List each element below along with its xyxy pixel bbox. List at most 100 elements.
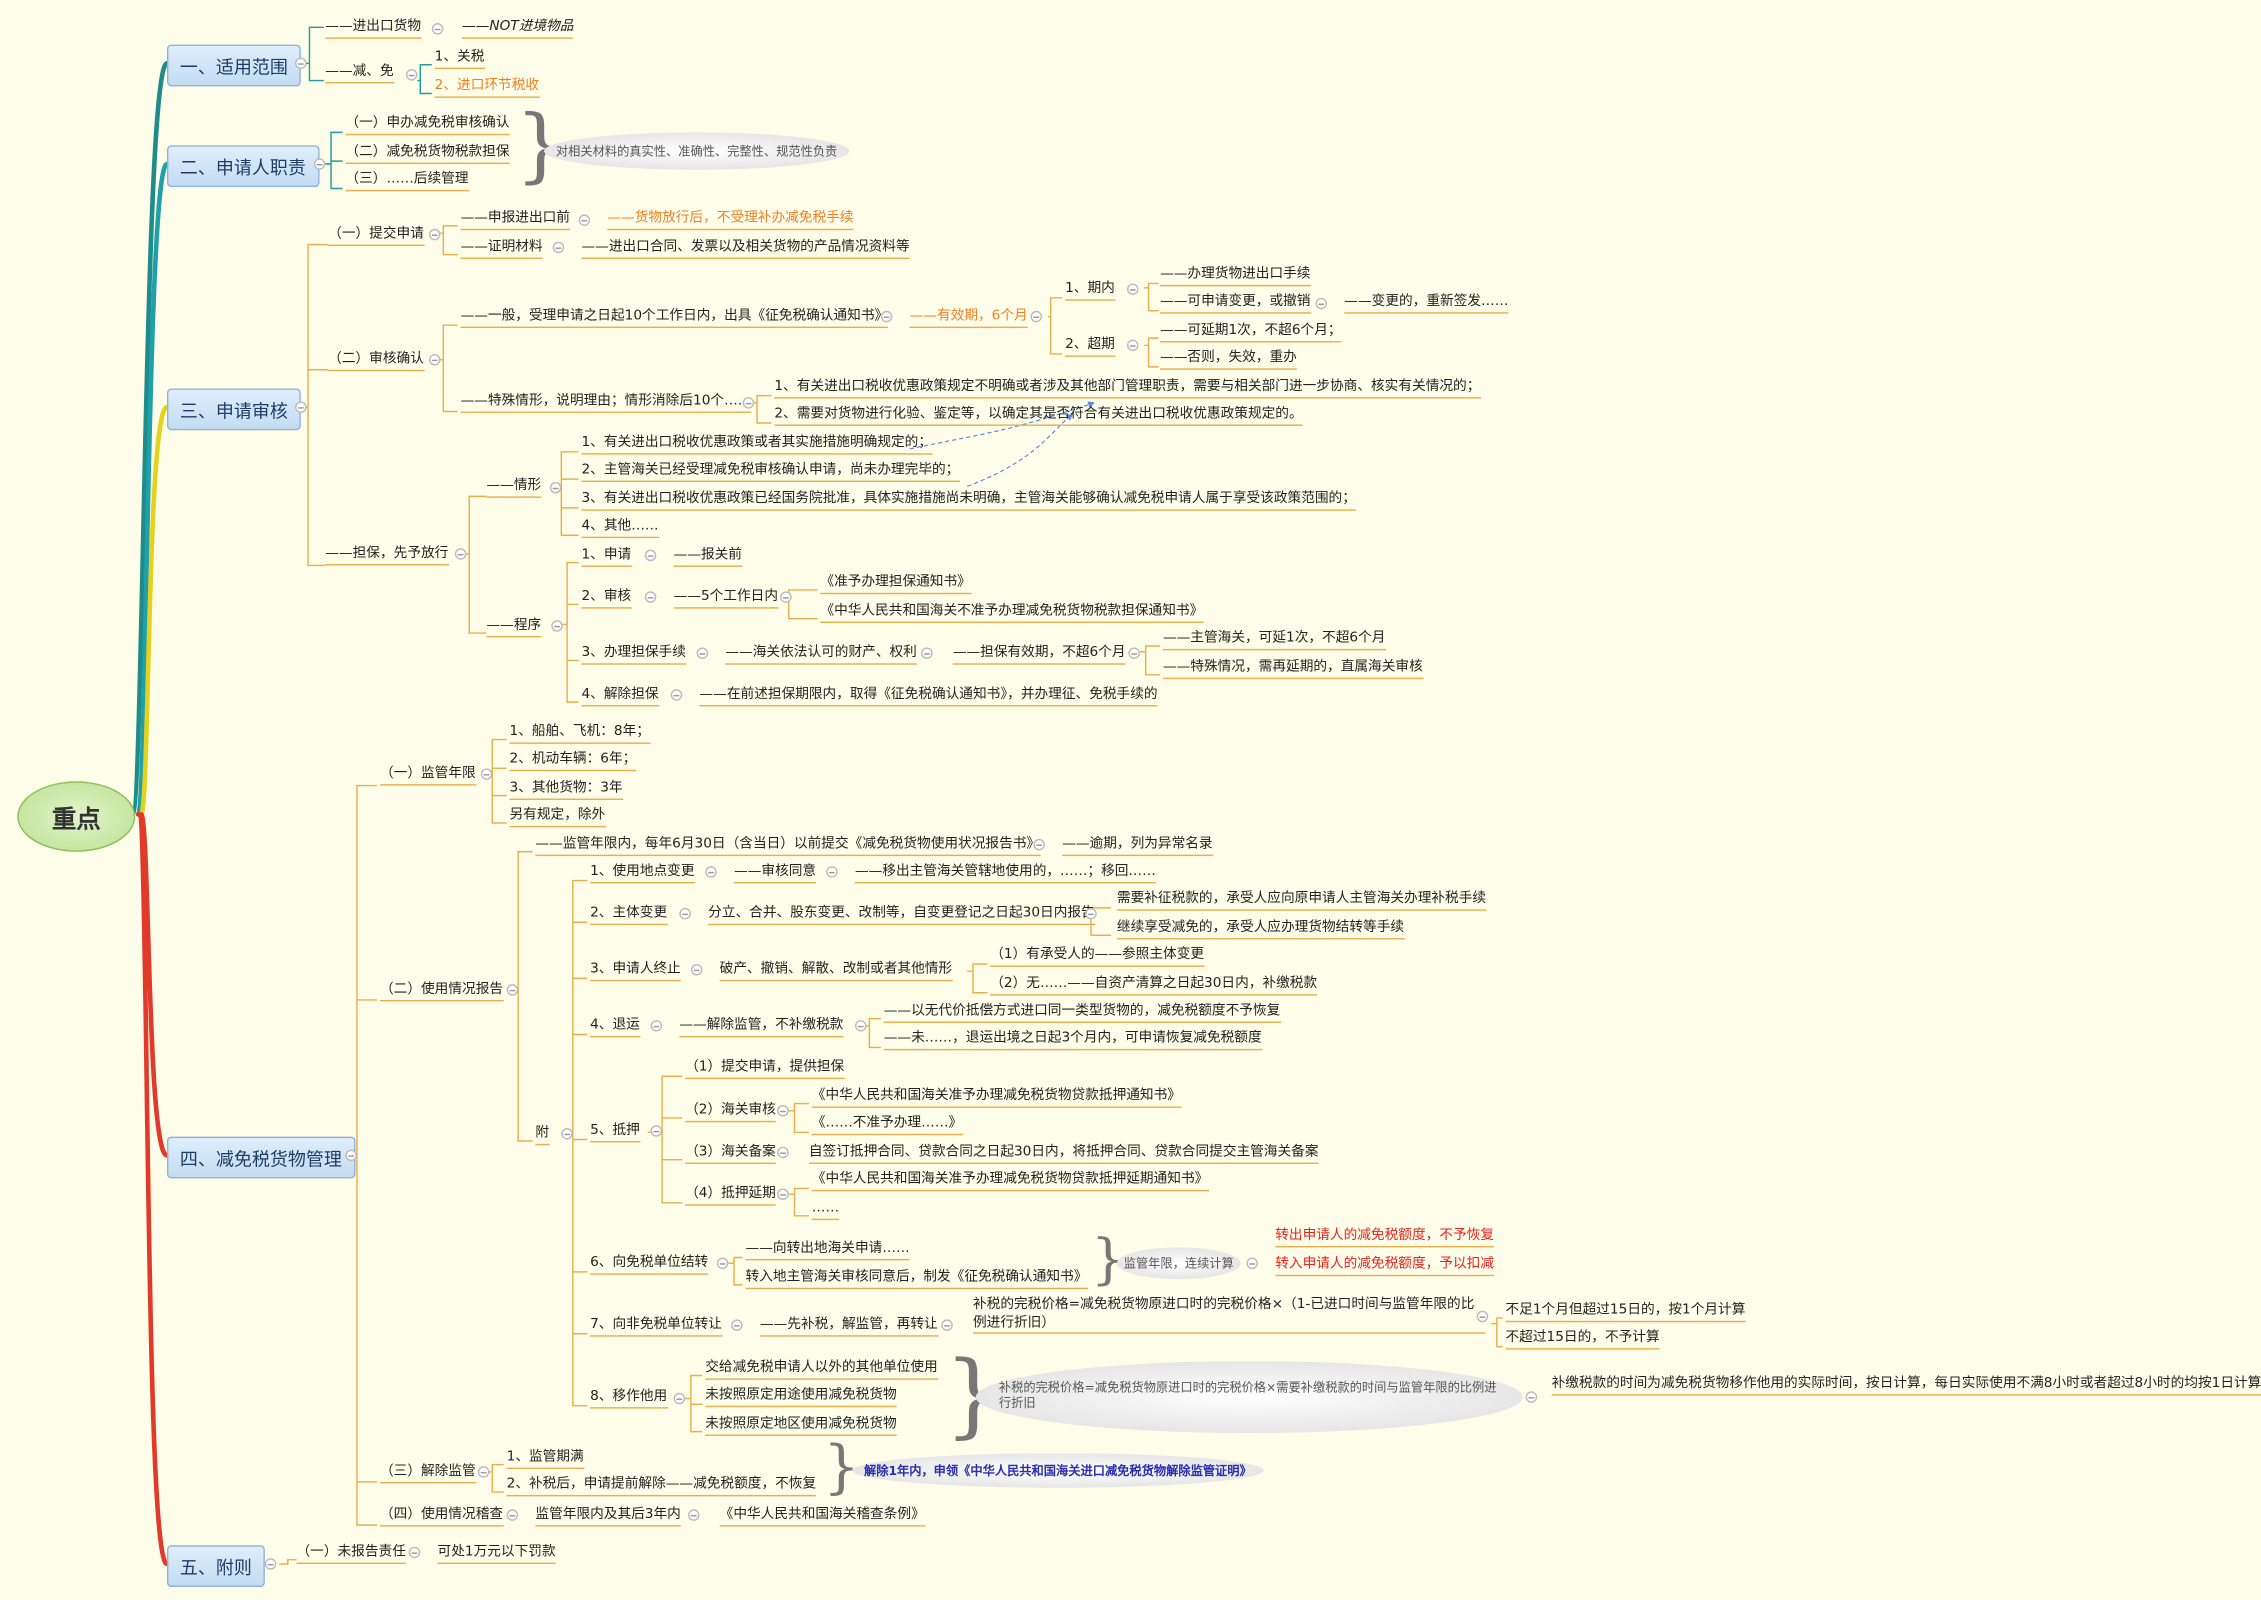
collapse-toggle-icon[interactable]	[454, 548, 467, 560]
f6-apply-outbound[interactable]: ——向转出地海关申请……	[745, 1239, 910, 1261]
proc-guarantee-2b[interactable]: ——特殊情况，需再延期的，直属海关审核	[1162, 658, 1423, 680]
f6-transfer-exempt[interactable]: 6、向免税单位结转	[590, 1253, 709, 1275]
f8-timing[interactable]: 补缴税款的时间为减免税货物移作他用的实际时间，按日计算，每日实际使用不满8小时或…	[1551, 1374, 2261, 1396]
f7-formula[interactable]: 补税的完税价格=减免税货物原进口时的完税价格×（1-已进口时间与监管年限的比例进…	[972, 1295, 1486, 1334]
general-case[interactable]: ——一般，受理申请之日起10个工作日内，出具《征免税确认通知书》	[460, 306, 889, 329]
collapse-toggle-icon[interactable]	[345, 1149, 357, 1162]
proc-apply-1[interactable]: ——报关前	[673, 545, 742, 567]
proc-guarantee-1[interactable]: ——海关依法认可的财产、权利	[725, 643, 917, 665]
situation-1[interactable]: 1、有关进出口税收优惠政策或者其实施措施明确规定的；	[581, 433, 933, 455]
proof-materials-detail[interactable]: ——进出口合同、发票以及相关货物的产品情况资料等	[581, 237, 910, 259]
f5-review-1[interactable]: 《中华人民共和国海关准予办理减免税货物贷款抵押通知书》	[811, 1086, 1181, 1108]
collapse-toggle-icon[interactable]	[696, 647, 709, 659]
situation-3[interactable]: 3、有关进出口税收优惠政策已经国务院批准，具体实施措施尚未明确，主管海关能够确认…	[581, 489, 1356, 511]
collapse-toggle-icon[interactable]	[477, 1466, 490, 1478]
collapse-toggle-icon[interactable]	[705, 866, 717, 878]
collapse-toggle-icon[interactable]	[1525, 1391, 1538, 1403]
validity-6-months[interactable]: ——有效期，6个月	[909, 306, 1028, 329]
collapse-toggle-icon[interactable]	[549, 481, 562, 494]
collapse-toggle-icon[interactable]	[777, 1146, 789, 1159]
proc-review[interactable]: 2、审核	[581, 587, 632, 609]
f4-release[interactable]: ——解除监管，不补缴税款	[679, 1016, 844, 1038]
proc-apply[interactable]: 1、申请	[581, 545, 632, 567]
node-tariff[interactable]: 1、关税	[434, 47, 485, 70]
collapse-toggle-icon[interactable]	[295, 57, 307, 70]
root-node[interactable]: 重点	[17, 781, 136, 852]
collapse-toggle-icon[interactable]	[506, 1509, 519, 1521]
collapse-toggle-icon[interactable]	[1085, 907, 1097, 920]
f8-other-purpose[interactable]: 未按照原定用途使用减免税货物	[705, 1386, 897, 1408]
collapse-toggle-icon[interactable]	[650, 1125, 663, 1137]
special-case-1[interactable]: 1、有关进出口税收优惠政策规定不明确或者涉及其他部门管理职责，需要与相关部门进一…	[774, 377, 1481, 399]
within-period-2a[interactable]: ——变更的，重新签发……	[1344, 292, 1509, 314]
collapse-toggle-icon[interactable]	[687, 1509, 700, 1521]
f7-under-15-days[interactable]: 不超过15日的，不予计算	[1505, 1328, 1660, 1350]
within-period[interactable]: 1、期内	[1065, 279, 1115, 301]
f2-detail[interactable]: 分立、合并、股东变更、改制等，自变更登记之日起30日内报告	[708, 904, 1095, 926]
f5-review-2[interactable]: 《……不准予办理……》	[811, 1114, 963, 1136]
collapse-toggle-icon[interactable]	[506, 984, 519, 996]
f8-other-use[interactable]: 8、移作他用	[590, 1387, 668, 1409]
f3-termination[interactable]: 3、申请人终止	[590, 960, 681, 982]
f8-formula-note[interactable]: 补税的完税价格=减免税货物原进口时的完税价格×需要补缴税款的时间与监管年限的比例…	[975, 1361, 1523, 1434]
branch-applicable-scope[interactable]: 一、适用范围	[166, 44, 301, 87]
proc-review-1a[interactable]: 《准予办理担保通知书》	[820, 573, 971, 595]
collapse-toggle-icon[interactable]	[264, 1558, 277, 1570]
collapse-toggle-icon[interactable]	[644, 591, 657, 603]
collapse-toggle-icon[interactable]	[431, 23, 444, 35]
release-certificate-note[interactable]: 解除1年内，申领《中华人民共和国海关进口减免税货物解除监管证明》	[852, 1453, 1264, 1488]
overdue-abnormal[interactable]: ——逾期，列为异常名录	[1062, 835, 1213, 857]
collapse-toggle-icon[interactable]	[921, 647, 933, 659]
collapse-toggle-icon[interactable]	[428, 353, 441, 366]
fine-note[interactable]: 可处1万元以下罚款	[437, 1542, 556, 1564]
collapse-toggle-icon[interactable]	[780, 591, 792, 603]
procedure[interactable]: ——程序	[486, 616, 542, 638]
report-liability[interactable]: （一）未报告责任	[296, 1542, 406, 1564]
collapse-toggle-icon[interactable]	[1126, 339, 1139, 352]
after-release-note[interactable]: ——货物放行后，不受理补办减免税手续	[607, 209, 854, 231]
node-reduce-exempt[interactable]: ——减、免	[325, 62, 394, 84]
f6-outbound-quota[interactable]: 转出申请人的减免税额度，不予恢复	[1275, 1226, 1495, 1248]
branch-applicant-duties[interactable]: 二、申请人职责	[166, 145, 319, 188]
collapse-toggle-icon[interactable]	[408, 1546, 421, 1559]
collapse-toggle-icon[interactable]	[405, 69, 418, 81]
proc-review-1[interactable]: ——5个工作日内	[673, 587, 779, 609]
collapse-toggle-icon[interactable]	[1476, 1310, 1489, 1323]
collapse-toggle-icon[interactable]	[826, 866, 838, 878]
f4-return[interactable]: 4、退运	[590, 1016, 640, 1038]
collapse-toggle-icon[interactable]	[1246, 1257, 1258, 1270]
f4-compensation[interactable]: ——以无代价抵偿方式进口同一类型货物的，减免税额度不予恢复	[883, 1001, 1281, 1023]
proc-guarantee[interactable]: 3、办理担保手续	[581, 643, 686, 665]
f5-extension-1[interactable]: 《中华人民共和国海关准予办理减免税货物贷款抵押延期通知书》	[811, 1170, 1209, 1192]
node-import-export-goods[interactable]: ——进出口货物	[325, 17, 422, 39]
node-not-inbound-items[interactable]: ——NOT进境物品	[462, 17, 574, 39]
collapse-toggle-icon[interactable]	[731, 1319, 743, 1331]
f5-filing[interactable]: （3）海关备案	[685, 1142, 776, 1164]
proc-review-1b[interactable]: 《中华人民共和国海关不准予办理减免税货物税款担保通知书》	[820, 601, 1204, 624]
collapse-toggle-icon[interactable]	[1030, 310, 1043, 323]
duty-2[interactable]: （二）减免税货物税款担保	[345, 142, 510, 165]
collapse-toggle-icon[interactable]	[777, 1104, 789, 1117]
review-confirm[interactable]: （二）审核确认	[328, 350, 424, 372]
f5-extension-2[interactable]: ……	[811, 1199, 840, 1221]
collapse-toggle-icon[interactable]	[295, 401, 307, 413]
collapse-toggle-icon[interactable]	[777, 1188, 789, 1200]
f7-transfer-non-exempt[interactable]: 7、向非免税单位转让	[590, 1315, 722, 1337]
f5-apply[interactable]: （1）提交申请，提供担保	[685, 1058, 845, 1080]
before-declaration[interactable]: ——申报进出口前	[460, 209, 570, 231]
over-period[interactable]: 2、超期	[1065, 335, 1115, 357]
period-vehicles[interactable]: 2、机动车辆：6年；	[509, 750, 637, 772]
collapse-toggle-icon[interactable]	[561, 1128, 573, 1140]
collapse-toggle-icon[interactable]	[313, 158, 326, 170]
situations[interactable]: ——情形	[486, 476, 542, 498]
collapse-toggle-icon[interactable]	[552, 241, 565, 254]
f8-other-region[interactable]: 未按照原定地区使用减免税货物	[705, 1414, 897, 1436]
f8-other-unit[interactable]: 交给减免税申请人以外的其他单位使用	[705, 1358, 938, 1380]
usage-audit[interactable]: （四）使用情况稽查	[379, 1505, 504, 1527]
collapse-toggle-icon[interactable]	[679, 907, 691, 920]
f6-continuous[interactable]: 监管年限，连续计算	[1116, 1247, 1241, 1280]
special-case[interactable]: ——特殊情形，说明理由；情形消除后10个……	[460, 391, 752, 413]
special-case-2[interactable]: 2、需要对货物进行化验、鉴定等，以确定其是否符合有关进出口税收优惠政策规定的。	[774, 404, 1303, 426]
annual-report[interactable]: ——监管年限内，每年6月30日（含当日）以前提交《减免税货物使用状况报告书》	[535, 835, 1041, 857]
branch-application-review[interactable]: 三、申请审核	[166, 388, 301, 431]
